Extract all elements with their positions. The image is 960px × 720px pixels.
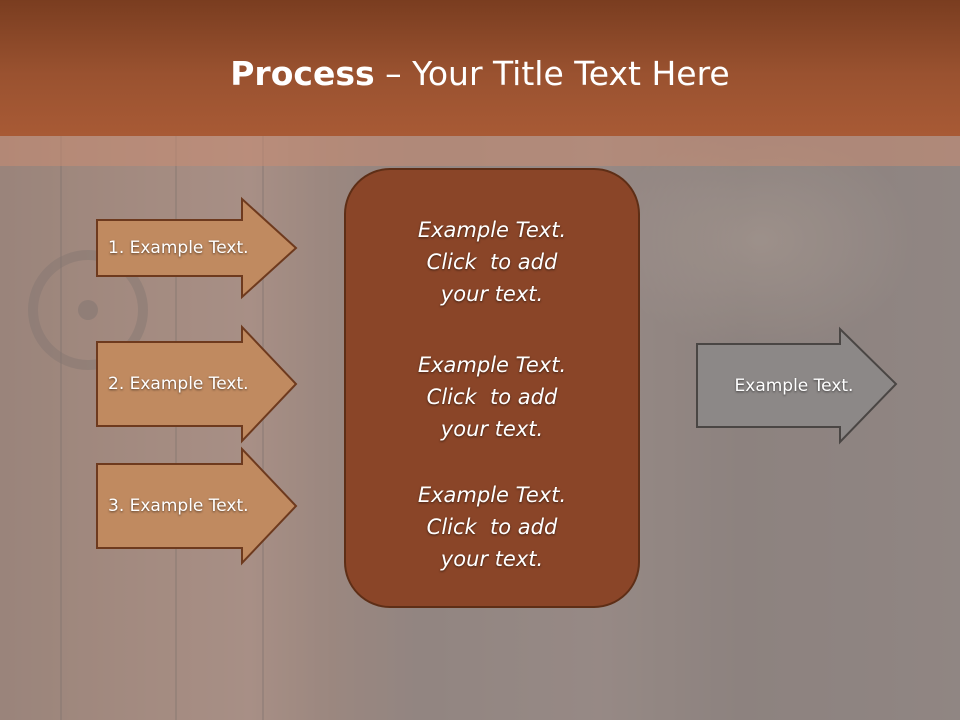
center-text-box[interactable]: Example Text. Click to add your text. Ex… [344,168,640,608]
result-arrow[interactable]: Example Text. [696,326,898,445]
paragraph-line: Example Text. [417,483,567,507]
arrow-label: 2. Example Text. [108,374,249,394]
center-paragraph-1: Example Text. Click to add your text. [346,214,638,310]
paragraph-line: your text. [440,282,544,306]
title-bold: Process [230,54,375,93]
center-paragraph-2: Example Text. Click to add your text. [346,349,638,445]
paragraph-line: your text. [440,417,544,441]
paragraph-line: your text. [440,547,544,571]
arrow-label: 3. Example Text. [108,496,249,516]
right-arrow-icon [96,196,298,300]
process-step-arrow-1[interactable]: 1. Example Text. [96,196,298,300]
paragraph-line: Click to add [426,250,558,274]
paragraph-line: Example Text. [417,218,567,242]
paragraph-line: Example Text. [417,353,567,377]
slide-title[interactable]: Process – Your Title Text Here [0,50,960,98]
header-band [0,136,960,166]
process-step-arrow-3[interactable]: 3. Example Text. [96,446,298,566]
paragraph-line: Click to add [426,385,558,409]
title-rest: – Your Title Text Here [374,54,730,93]
title-header: Process – Your Title Text Here [0,0,960,136]
right-arrow-icon [96,446,298,566]
center-paragraph-3: Example Text. Click to add your text. [346,479,638,575]
arrow-label: Example Text. [734,376,854,396]
right-arrow-icon [696,326,898,445]
paragraph-line: Click to add [426,515,558,539]
right-arrow-icon [96,324,298,444]
process-step-arrow-2[interactable]: 2. Example Text. [96,324,298,444]
arrow-label: 1. Example Text. [108,238,249,258]
